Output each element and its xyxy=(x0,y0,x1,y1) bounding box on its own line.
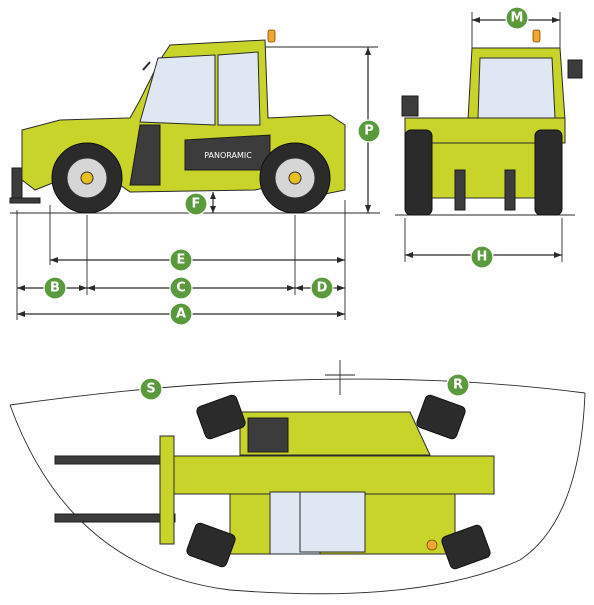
front-mirror-left xyxy=(401,95,419,117)
svg-text:A: A xyxy=(176,307,186,322)
front-axle-body xyxy=(429,142,536,199)
top-view xyxy=(9,360,586,595)
top-wheel-front-right xyxy=(186,522,236,568)
front-view xyxy=(395,12,583,262)
svg-text:M: M xyxy=(511,11,524,26)
svg-text:F: F xyxy=(192,197,201,212)
svg-text:P: P xyxy=(364,124,374,139)
top-fork-lower xyxy=(54,513,176,523)
label-A: A xyxy=(169,302,193,326)
turning-arc-outer-chord xyxy=(9,378,586,406)
front-mirror-right xyxy=(567,59,583,79)
label-E: E xyxy=(169,248,193,272)
side-rear-wheel xyxy=(259,142,331,214)
side-cab-window-front xyxy=(139,54,216,126)
side-beacon-icon xyxy=(267,29,276,43)
top-boom xyxy=(173,455,495,495)
side-fork-carriage xyxy=(11,167,23,203)
label-F: F xyxy=(184,192,208,216)
top-wheel-rear-left xyxy=(416,394,466,440)
top-cab-roof-dark xyxy=(247,417,289,453)
side-cab-window-rear xyxy=(217,51,261,126)
svg-text:R: R xyxy=(453,378,463,393)
svg-text:D: D xyxy=(317,281,328,296)
top-wheel-rear-right xyxy=(441,524,491,570)
front-beacon-icon xyxy=(532,29,541,43)
label-P: P xyxy=(357,119,381,143)
svg-text:B: B xyxy=(50,281,60,296)
side-view: PANORAMIC xyxy=(9,29,380,320)
front-fork-left xyxy=(454,169,466,211)
top-carriage xyxy=(159,435,175,545)
front-wheel-right xyxy=(534,129,563,216)
svg-text:H: H xyxy=(477,250,488,265)
label-S: S xyxy=(139,377,163,401)
top-fork-upper xyxy=(54,455,176,465)
label-M: M xyxy=(505,6,529,30)
side-brand-text: PANORAMIC xyxy=(204,151,252,160)
svg-text:E: E xyxy=(177,253,186,268)
label-B: B xyxy=(43,276,67,300)
top-beacon-icon xyxy=(426,539,438,551)
side-front-wheel xyxy=(51,142,123,214)
turning-circle xyxy=(9,392,586,595)
side-door-panel xyxy=(129,124,161,186)
side-mirror-arm xyxy=(142,61,151,71)
label-C: C xyxy=(169,276,193,300)
top-wheel-front-left xyxy=(196,394,246,440)
front-fork-right xyxy=(504,169,516,211)
svg-text:S: S xyxy=(146,382,155,397)
svg-text:C: C xyxy=(176,281,186,296)
front-windshield xyxy=(477,57,556,119)
label-R: R xyxy=(446,373,470,397)
label-D: D xyxy=(310,276,334,300)
label-H: H xyxy=(470,245,494,269)
side-fork-tine xyxy=(9,197,41,204)
top-engine-grille xyxy=(299,491,366,553)
front-wheel-left xyxy=(404,129,433,216)
